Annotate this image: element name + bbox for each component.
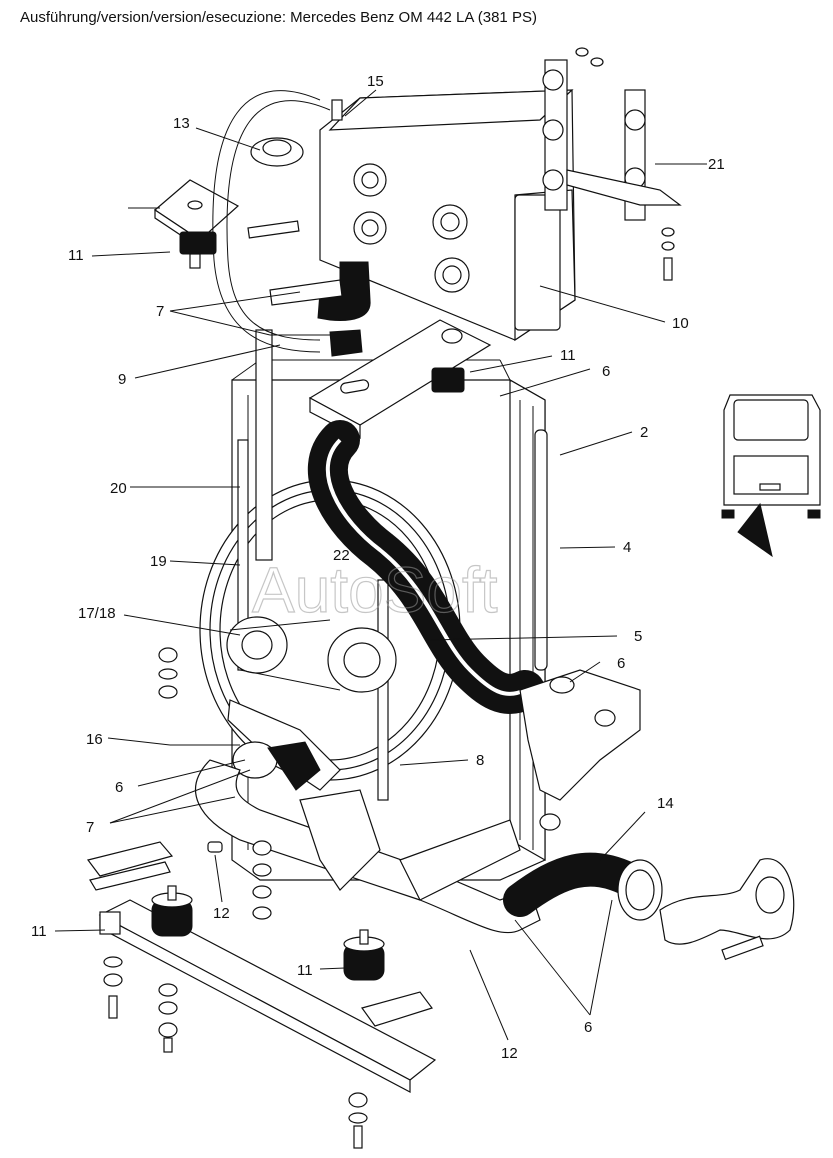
callout-19: 19	[150, 553, 167, 570]
callout-11-top-plate: 11	[560, 347, 576, 364]
callout-10: 10	[672, 315, 689, 332]
lower-hose	[503, 852, 663, 921]
expansion-tank	[319, 89, 576, 342]
diagram-title: Ausführung/version/version/esecuzione: M…	[20, 9, 537, 26]
callout-12-upper: 12	[213, 905, 230, 922]
callout-11-upper-mount: 11	[68, 247, 84, 264]
callout-9: 9	[118, 371, 126, 388]
upper-mount	[128, 179, 240, 269]
callout-7-upper: 7	[156, 303, 164, 320]
vehicle-orientation-inset	[715, 385, 823, 558]
callout-12-bottom: 12	[501, 1045, 518, 1062]
callout-13: 13	[173, 115, 190, 132]
callout-6-bottom: 6	[584, 1019, 592, 1036]
callout-22: 22	[333, 547, 350, 564]
callout-7-lower: 7	[86, 819, 94, 836]
callout-14: 14	[657, 795, 674, 812]
callout-11-left-mount: 11	[31, 923, 47, 940]
bracket-assembly	[542, 47, 682, 281]
callout-leaders	[54, 89, 707, 1041]
callout-6-lower: 6	[115, 779, 123, 796]
lower-coolant-pipe	[194, 759, 541, 934]
callout-4: 4	[623, 539, 631, 556]
callout-6-upper: 6	[602, 363, 610, 380]
watermark-text: AutoSoft	[252, 554, 498, 626]
fasteners	[103, 647, 368, 1149]
callout-8: 8	[476, 752, 484, 769]
callout-11-right-mount: 11	[297, 962, 313, 979]
callout-5: 5	[634, 628, 642, 645]
lower-crossmember	[86, 841, 437, 1093]
vent-hose	[212, 90, 331, 353]
rubber-mounts	[151, 885, 385, 981]
filler-cap	[247, 99, 343, 239]
callout-16: 16	[86, 731, 103, 748]
callout-2: 2	[640, 424, 648, 441]
callout-labels: 15 13 21 11 7 10 9 11 6 2 20 4 19 22 17/…	[31, 73, 725, 1062]
callout-21: 21	[708, 156, 725, 173]
upper-elbow-hoses	[269, 261, 371, 357]
support-rods	[237, 329, 389, 801]
callout-17-18: 17/18	[78, 605, 116, 622]
callout-15: 15	[367, 73, 384, 90]
callout-20: 20	[110, 480, 127, 497]
outlet-flange	[659, 858, 795, 961]
lower-elbow	[227, 699, 341, 791]
callout-6-thermostat: 6	[617, 655, 625, 672]
pulleys	[226, 616, 397, 693]
thermostat-housing	[519, 669, 641, 831]
upper-radiator-hose	[307, 420, 545, 714]
